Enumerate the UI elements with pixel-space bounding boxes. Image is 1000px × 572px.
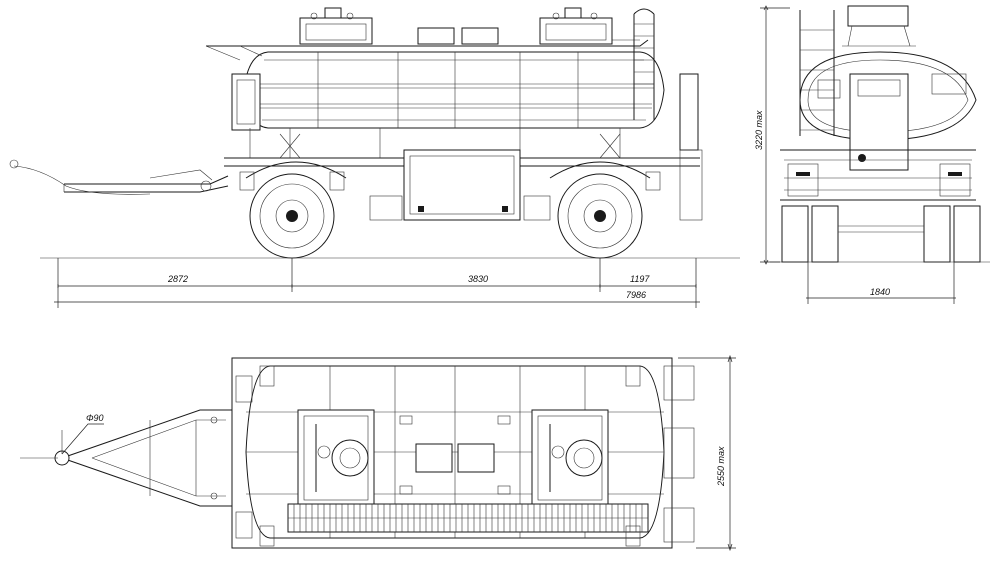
top-dimensions: Φ90 2550 max [61,354,736,552]
front-wheel [249,173,335,259]
side-view [9,7,740,259]
manhole-rear [531,409,609,507]
dim-drawbar-eye: Φ90 [86,413,104,423]
dim-wheelbase: 3830 [468,274,488,284]
dim-width: 2550 max [716,446,726,487]
rear-view [770,5,990,263]
rear-dimensions: 3220 max 1840 [754,5,956,304]
dim-front-overhang: 2872 [167,274,188,284]
dim-rear-overhang: 1197 [630,274,650,284]
side-dimensions: 2872 3830 1197 7986 [54,258,700,308]
rear-wheel [557,173,643,259]
dim-height: 3220 max [754,110,764,150]
walkway-grating [287,503,649,533]
dim-total-length: 7986 [626,290,646,300]
manhole-front [297,409,375,507]
top-view [20,357,695,549]
dim-track-width: 1840 [870,287,890,297]
